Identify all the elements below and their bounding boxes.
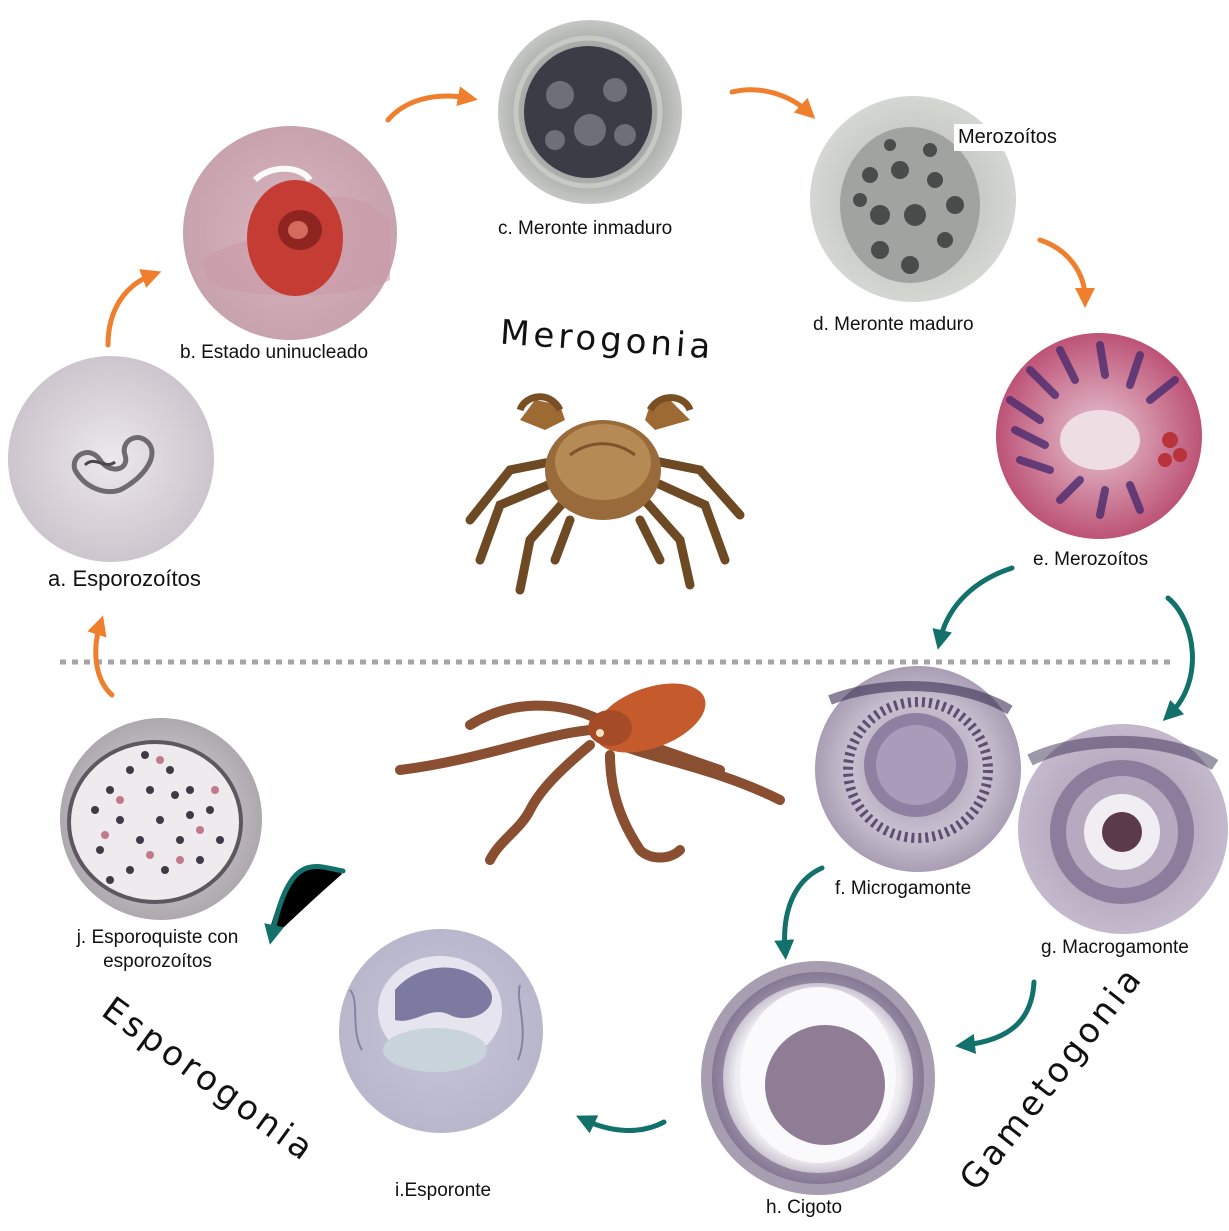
label-a-sporozoites: a. Esporozoítos bbox=[48, 566, 201, 592]
micrograph-h-zygote bbox=[712, 972, 924, 1184]
label-b-uninucleate: b. Estado uninucleado bbox=[180, 342, 368, 364]
micrograph-c-immature-meront bbox=[498, 20, 682, 204]
arrow-g-to-h bbox=[965, 982, 1034, 1045]
callout-merozoites: Merozoítos bbox=[954, 124, 1061, 151]
micrograph-j-sporocyst bbox=[60, 718, 262, 920]
label-h-zygote: h. Cigoto bbox=[766, 1197, 842, 1219]
label-d-mature-meront: d. Meronte maduro bbox=[813, 314, 974, 336]
label-f-microgamont: f. Microgamonte bbox=[835, 878, 971, 900]
micrograph-f-microgamont bbox=[815, 666, 1021, 872]
arrow-e-to-g bbox=[1168, 598, 1192, 714]
arrow-b-to-c bbox=[388, 96, 468, 120]
arrow-a-to-b bbox=[108, 275, 152, 345]
micrograph-a-sporozoites bbox=[8, 356, 214, 562]
label-e-merozoites: e. Merozoítos bbox=[1033, 549, 1148, 571]
crab-illustration bbox=[470, 397, 740, 590]
micrograph-i-sporont bbox=[339, 929, 543, 1133]
label-j-sporocyst: j. Esporoquiste con esporozoítos bbox=[55, 926, 260, 974]
arrow-f-to-h bbox=[785, 868, 822, 950]
octopus-illustration bbox=[400, 670, 780, 860]
micrograph-g-macrogamont bbox=[1018, 724, 1228, 934]
arrow-h-to-i bbox=[585, 1120, 664, 1130]
arrow-e-to-f bbox=[940, 568, 1012, 640]
label-g-macrogamont: g. Macrogamonte bbox=[1041, 937, 1189, 959]
micrograph-b-uninucleate bbox=[183, 126, 397, 340]
arrow-d-to-e bbox=[1040, 240, 1085, 298]
arrow-c-to-d bbox=[732, 90, 808, 112]
label-i-sporont: i.Esporonte bbox=[395, 1180, 491, 1202]
label-c-immature-meront: c. Meronte inmaduro bbox=[498, 218, 672, 240]
micrograph-e-merozoites bbox=[996, 333, 1202, 539]
